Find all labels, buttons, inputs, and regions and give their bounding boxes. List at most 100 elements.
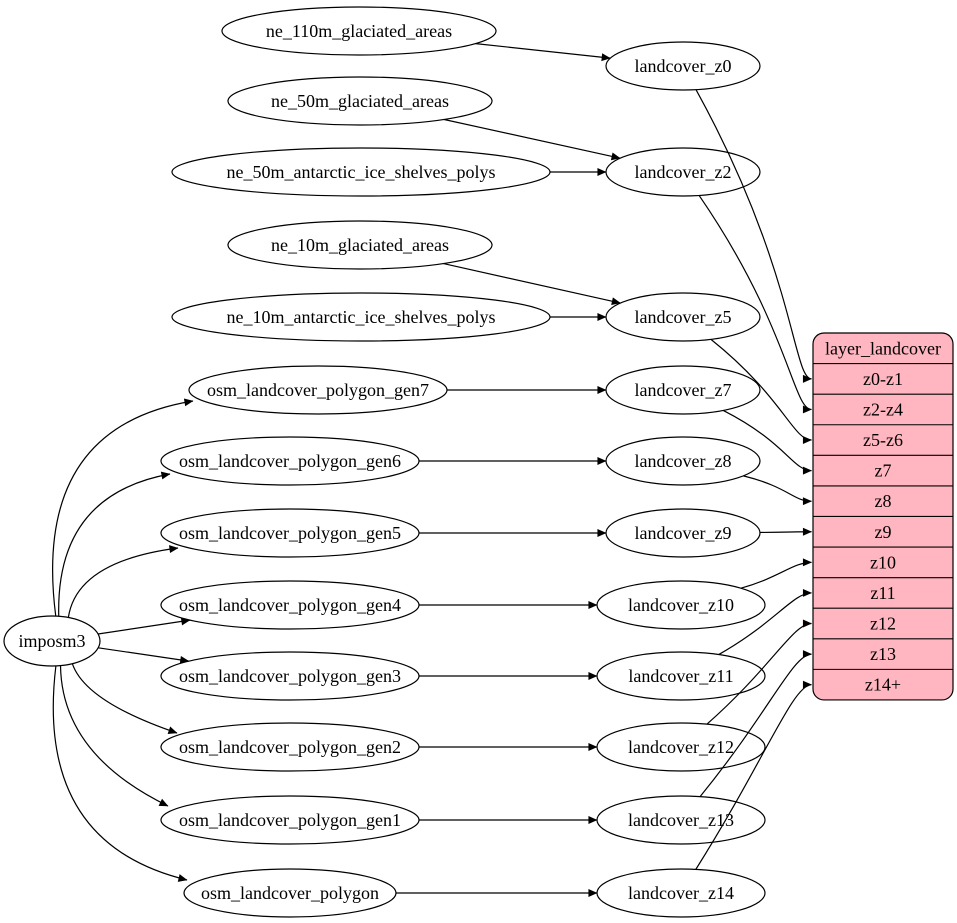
node-ellipse bbox=[605, 41, 761, 91]
table-row-z8: z8 bbox=[875, 491, 892, 511]
table-row-label: z9 bbox=[875, 522, 892, 542]
table-row-z10: z10 bbox=[870, 552, 896, 572]
node-osm_landcover_polygon_gen4: osm_landcover_polygon_gen4 bbox=[160, 580, 420, 630]
edge-landcover_z5-to-row-z5-z6 bbox=[710, 338, 812, 444]
table-row-label: z5-z6 bbox=[863, 430, 903, 450]
table-title: layer_landcover bbox=[825, 338, 941, 358]
node-landcover_z11: landcover_z11 bbox=[596, 651, 766, 701]
node-landcover_z12: landcover_z12 bbox=[596, 722, 766, 772]
node-osm_landcover_polygon_gen7: osm_landcover_polygon_gen7 bbox=[188, 365, 448, 415]
edge-landcover_z11-to-row-z11 bbox=[718, 588, 812, 656]
table-row-label: z7 bbox=[875, 461, 892, 481]
table-row-z12: z12 bbox=[870, 614, 896, 634]
node-ne_110m_glaciated_areas: ne_110m_glaciated_areas bbox=[221, 6, 497, 56]
edge-landcover_z13-to-row-z13 bbox=[699, 650, 812, 798]
table-row-label: z12 bbox=[870, 614, 896, 634]
edge-imposm3-to-osm_landcover_polygon_gen2 bbox=[71, 663, 178, 734]
node-ne_10m_glaciated_areas: ne_10m_glaciated_areas bbox=[227, 220, 493, 270]
edge-imposm3-to-osm_landcover_polygon_gen4 bbox=[98, 617, 191, 635]
node-landcover_z14: landcover_z14 bbox=[596, 868, 766, 918]
table-row-z14+: z14+ bbox=[865, 675, 901, 695]
edge-landcover_z8-to-row-z8 bbox=[743, 475, 812, 506]
table-row-label: z13 bbox=[870, 644, 896, 664]
edge-landcover_z9-to-row-z9 bbox=[759, 527, 812, 536]
edge-ne_10m_glaciated_areas-to-landcover_z5 bbox=[443, 263, 621, 306]
node-ellipse bbox=[3, 615, 101, 667]
node-landcover_z8: landcover_z8 bbox=[605, 436, 761, 486]
node-osm_landcover_polygon_gen6: osm_landcover_polygon_gen6 bbox=[160, 436, 420, 486]
node-label: landcover_z2 bbox=[635, 162, 732, 182]
node-landcover_z7: landcover_z7 bbox=[605, 365, 761, 415]
diagram-root: layer_landcover z0-z1 z2-z4 z5-z6 z7 z8 z9 z10 z… bbox=[3, 6, 954, 918]
node-osm_landcover_polygon_gen1: osm_landcover_polygon_gen1 bbox=[160, 795, 420, 845]
node-label: landcover_z10 bbox=[628, 595, 734, 615]
edge-landcover_z10-to-row-z10 bbox=[740, 558, 812, 589]
node-label: landcover_z12 bbox=[628, 737, 734, 757]
node-label: osm_landcover_polygon_gen7 bbox=[207, 380, 429, 400]
edge-landcover_z7-to-row-z7 bbox=[722, 409, 812, 475]
node-ne_10m_antarctic_ice_shelves_polys: ne_10m_antarctic_ice_shelves_polys bbox=[171, 292, 551, 342]
node-imposm3: imposm3 bbox=[3, 615, 101, 667]
node-osm_landcover_polygon_gen5: osm_landcover_polygon_gen5 bbox=[160, 508, 420, 558]
edge-imposm3-to-osm_landcover_polygon_gen3 bbox=[98, 647, 190, 664]
edge-imposm3-to-osm_landcover_polygon_gen1 bbox=[59, 665, 169, 807]
node-landcover_z9: landcover_z9 bbox=[605, 508, 761, 558]
node-osm_landcover_polygon_gen3: osm_landcover_polygon_gen3 bbox=[160, 651, 420, 701]
table-row-label: z0-z1 bbox=[863, 369, 903, 389]
table-row-label: z10 bbox=[870, 552, 896, 572]
table-row-label: z14+ bbox=[865, 675, 901, 695]
table-row-label: z11 bbox=[870, 583, 895, 603]
node-label: landcover_z0 bbox=[635, 56, 732, 76]
node-label: osm_landcover_polygon_gen1 bbox=[179, 810, 401, 830]
node-landcover_z0: landcover_z0 bbox=[605, 41, 761, 91]
edge-landcover_z14-to-row-z14+ bbox=[695, 680, 812, 870]
node-label: landcover_z13 bbox=[628, 810, 734, 830]
table-row-z11: z11 bbox=[870, 583, 895, 603]
node-label: landcover_z14 bbox=[628, 883, 734, 903]
table-row-z7: z7 bbox=[875, 461, 892, 481]
node-landcover_z5: landcover_z5 bbox=[605, 292, 761, 342]
node-label: osm_landcover_polygon_gen2 bbox=[179, 737, 401, 757]
node-ne_50m_antarctic_ice_shelves_polys: ne_50m_antarctic_ice_shelves_polys bbox=[171, 147, 551, 197]
node-ellipse bbox=[227, 76, 493, 126]
node-ellipse bbox=[221, 6, 497, 56]
edge-ne_110m_glaciated_areas-to-landcover_z0 bbox=[475, 43, 611, 62]
node-ne_50m_glaciated_areas: ne_50m_glaciated_areas bbox=[227, 76, 493, 126]
edge-landcover_z12-to-row-z12 bbox=[706, 619, 812, 725]
table-row-z0-z1: z0-z1 bbox=[863, 369, 903, 389]
edge-landcover_z2-to-row-z2-z4 bbox=[698, 195, 812, 414]
node-label: ne_50m_antarctic_ice_shelves_polys bbox=[227, 162, 496, 182]
node-osm_landcover_polygon: osm_landcover_polygon bbox=[183, 868, 397, 918]
node-label: landcover_z7 bbox=[635, 380, 732, 400]
node-label: osm_landcover_polygon_gen5 bbox=[179, 523, 401, 543]
node-landcover_z13: landcover_z13 bbox=[596, 795, 766, 845]
node-label: osm_landcover_polygon_gen4 bbox=[179, 595, 401, 615]
edge-imposm3-to-osm_landcover_polygon_gen6 bbox=[58, 471, 171, 617]
node-label: ne_50m_glaciated_areas bbox=[271, 91, 449, 111]
node-label: landcover_z11 bbox=[628, 666, 733, 686]
node-label: landcover_z8 bbox=[635, 451, 732, 471]
edge-ne_50m_glaciated_areas-to-landcover_z2 bbox=[444, 118, 621, 161]
node-label: ne_10m_antarctic_ice_shelves_polys bbox=[227, 307, 496, 327]
table-row-z2-z4: z2-z4 bbox=[863, 399, 903, 419]
node-label: osm_landcover_polygon_gen3 bbox=[179, 666, 401, 686]
edge-landcover_z0-to-row-z0-z1 bbox=[695, 89, 812, 383]
edge-imposm3-to-osm_landcover_polygon_gen5 bbox=[67, 545, 179, 618]
node-ellipse bbox=[227, 220, 493, 270]
node-label: ne_110m_glaciated_areas bbox=[266, 21, 452, 41]
node-label: landcover_z5 bbox=[635, 307, 732, 327]
node-label: landcover_z9 bbox=[635, 523, 732, 543]
node-landcover_z10: landcover_z10 bbox=[596, 580, 766, 630]
edge-imposm3-to-osm_landcover_polygon bbox=[52, 665, 188, 882]
edge-imposm3-to-osm_landcover_polygon_gen7 bbox=[52, 398, 194, 617]
node-osm_landcover_polygon_gen2: osm_landcover_polygon_gen2 bbox=[160, 722, 420, 772]
node-label: imposm3 bbox=[18, 631, 85, 651]
node-label: osm_landcover_polygon bbox=[201, 883, 379, 903]
table-row-z5-z6: z5-z6 bbox=[863, 430, 903, 450]
table-row-label: z8 bbox=[875, 491, 892, 511]
node-landcover_z2: landcover_z2 bbox=[605, 147, 761, 197]
node-label: osm_landcover_polygon_gen6 bbox=[179, 451, 401, 471]
table-row-z9: z9 bbox=[875, 522, 892, 542]
